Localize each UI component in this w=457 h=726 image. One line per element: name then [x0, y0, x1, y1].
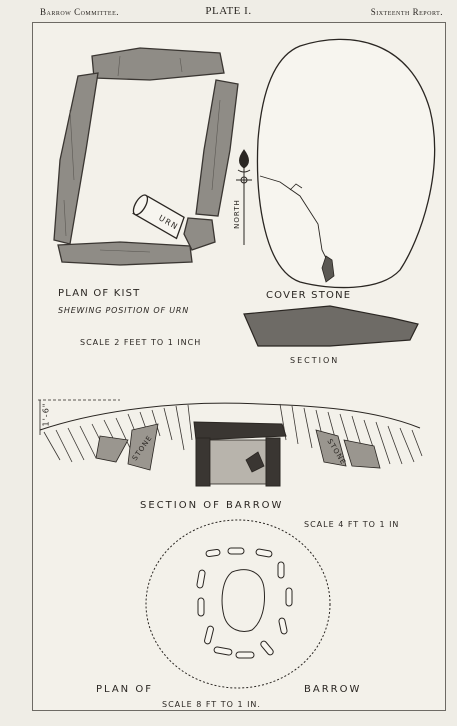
kist-slab-corner [183, 217, 216, 251]
cover-stone-crack-2 [289, 183, 303, 191]
kist-slab-top [91, 47, 225, 81]
barrow-plan-scale: SCALE 8 FT TO 1 IN. [162, 700, 261, 709]
barrow-outer-ring [145, 519, 331, 689]
cover-stone-section-label: SECTION [290, 356, 340, 365]
barrow-stones [95, 423, 381, 471]
barrow-central-kist [221, 569, 265, 632]
cover-stone-section [243, 305, 419, 347]
header-committee: Barrow Committee. [40, 7, 119, 17]
barrow-hatching [43, 403, 423, 465]
height-label: 1'-6" [41, 402, 51, 427]
kist-slab-bottom [57, 241, 193, 266]
barrow-kist-section [193, 421, 287, 487]
barrow-stone-ring [196, 547, 293, 659]
header-report: Sixteenth Report. [370, 7, 443, 17]
section-of-barrow-title: SECTION OF BARROW [140, 500, 284, 511]
kist-slab-right [195, 79, 239, 217]
north-label: NORTH [232, 199, 241, 229]
cover-stone-outline [256, 38, 436, 289]
north-arrow [236, 149, 252, 245]
plan-of-barrow-title-left: PLAN OF [96, 684, 153, 695]
cover-stone-crack [259, 175, 329, 263]
plate-title: PLATE I. [205, 5, 252, 17]
plan-of-kist-subtitle: SHEWING POSITION OF URN [58, 306, 190, 315]
cover-stone-title: COVER STONE [266, 290, 352, 301]
kist-scale: SCALE 2 FEET TO 1 INCH [80, 338, 202, 347]
plan-of-kist-title: PLAN OF KIST [58, 288, 141, 299]
plan-of-barrow-title-right: BARROW [304, 684, 362, 695]
urn-drawing [132, 194, 185, 240]
barrow-mound-surface [39, 402, 421, 431]
cover-stone-mark [321, 255, 335, 283]
barrow-section-scale: SCALE 4 FT TO 1 IN [304, 520, 400, 529]
kist-plan [53, 47, 239, 266]
kist-slab-left [53, 72, 99, 245]
